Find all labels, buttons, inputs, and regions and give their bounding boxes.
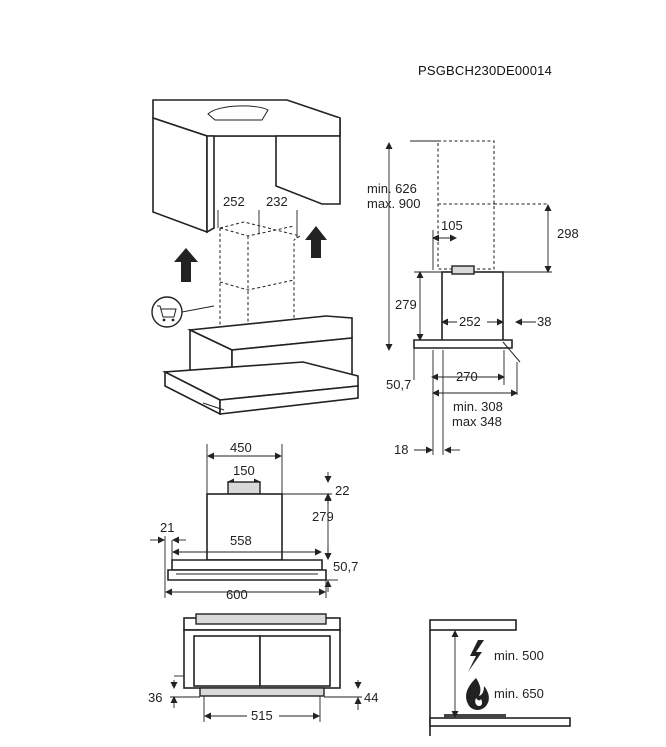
dim-front-279: 279 [312,509,334,524]
min-308-label: min. 308 [453,399,503,414]
dim-150: 150 [233,463,255,478]
bottom-view: 36 44 515 [148,613,378,723]
min-height-label: min. 626 [367,181,417,196]
max-348-label: max 348 [452,414,502,429]
arrow-up-left-icon [174,248,198,282]
clearance-hood [429,619,517,631]
dim-side-279: 279 [395,297,417,312]
dim-iso-232: 232 [266,194,288,209]
clearance-hob [429,717,571,727]
front-outlet [227,481,261,495]
dim-558: 558 [230,533,252,548]
side-hood-body [441,271,504,343]
dim-iso-252: 252 [223,194,245,209]
bottom-filter [199,687,325,697]
shopping-cart-icon [151,296,215,328]
dim-36: 36 [148,690,162,705]
side-duct [437,140,495,270]
dim-44: 44 [364,690,378,705]
front-view: 450 150 22 279 21 558 50,7 [150,440,358,602]
side-view: min. 626 max. 900 298 105 279 252 38 50,… [367,140,579,457]
dim-side-252: 252 [459,314,481,329]
dim-600: 600 [226,587,248,602]
flame-icon [466,678,489,710]
dim-side-50-7: 50,7 [386,377,411,392]
document-code: PSGBCH230DE00014 [418,63,552,78]
dim-270: 270 [456,369,478,384]
electric-clearance-label: min. 500 [494,648,544,663]
dim-18: 18 [394,442,408,457]
dim-38: 38 [537,314,551,329]
dim-515: 515 [251,708,273,723]
arrow-up-right-icon [305,226,327,258]
dim-105: 105 [441,218,463,233]
dim-22: 22 [335,483,349,498]
cabinet-cutout [207,105,269,121]
gas-clearance-label: min. 650 [494,686,544,701]
front-tray-top [171,559,323,571]
front-hood-body [206,493,283,561]
side-hood-tray [413,339,513,349]
clearance-diagram: min. 500 min. 650 [429,619,571,736]
dim-front-50-7: 50,7 [333,559,358,574]
dim-21: 21 [160,520,174,535]
max-height-label: max. 900 [367,196,420,211]
cabinet-left-panel [152,116,208,234]
isometric-assembly: 252 232 [151,99,359,416]
dim-450: 450 [230,440,252,455]
dim-298: 298 [557,226,579,241]
lightning-icon [468,640,484,672]
duct-outline [219,221,302,241]
